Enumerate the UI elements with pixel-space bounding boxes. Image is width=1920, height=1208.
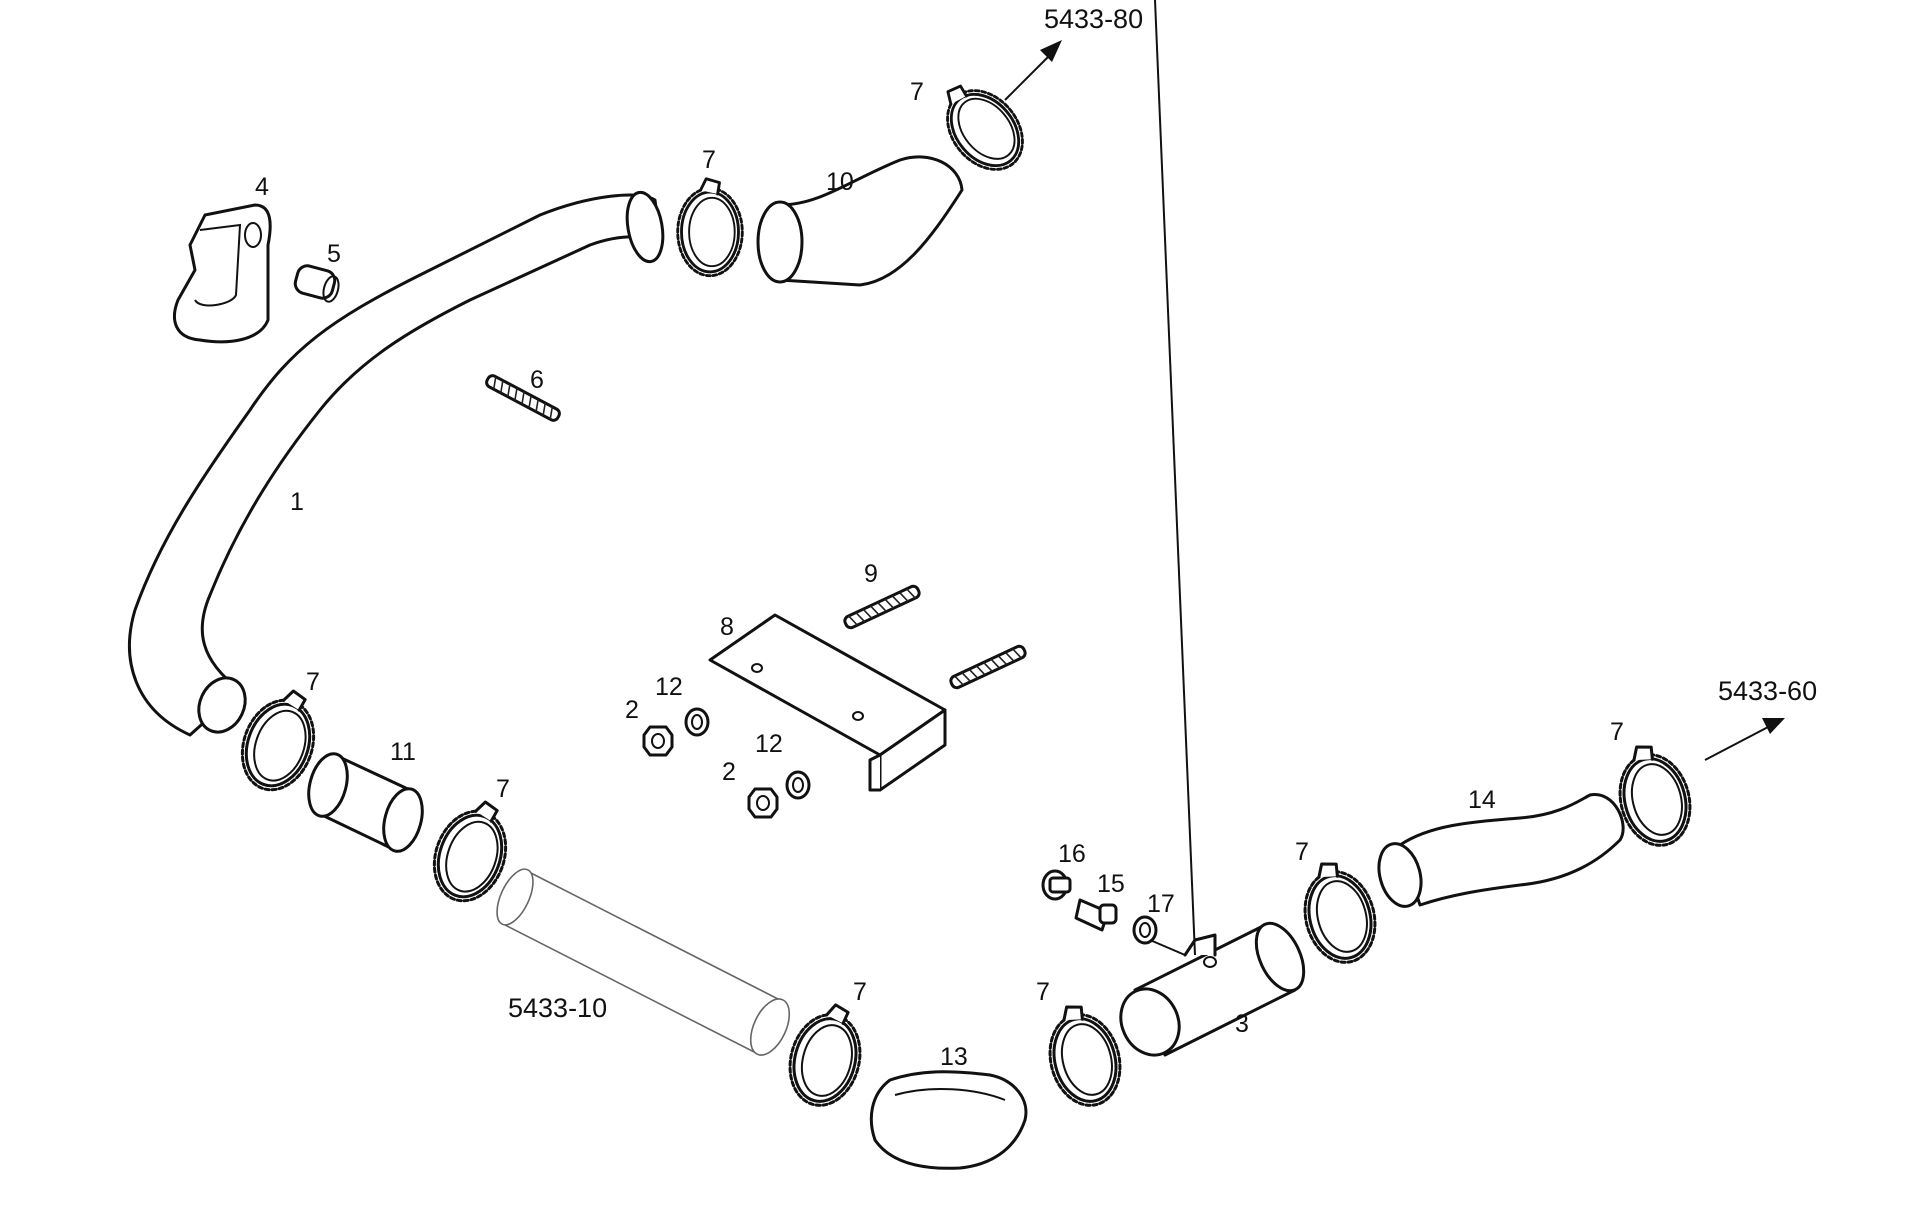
washer-part-12-lower [785,770,811,800]
washer-part-17 [1132,915,1158,945]
callout-7-bottom-left: 7 [853,978,867,1006]
callout-2-upper: 2 [625,696,639,724]
callout-2-lower: 2 [722,758,736,786]
hose-part-14 [1377,793,1625,908]
washer-part-12-upper [684,707,710,737]
reference-label-left: 5433-10 [508,993,607,1023]
arrow-to-5433-80 [1004,40,1062,101]
reference-label-top: 5433-80 [1044,4,1143,34]
clamp-part-7-top [676,177,744,278]
nipple-part-15 [1074,898,1118,932]
callout-7-top-right: 7 [910,78,924,106]
callout-1: 1 [290,488,304,516]
stud-part-9-lower [947,643,1029,691]
tube-ref-5433-10 [496,868,791,1057]
plug-part-16 [1041,869,1072,901]
clamp-part-7-bottom-right [1036,995,1132,1115]
callout-17: 17 [1147,890,1175,918]
callout-7-top: 7 [702,146,716,174]
callout-3: 3 [1235,1010,1249,1038]
callout-13: 13 [940,1043,968,1071]
callout-11: 11 [390,738,416,766]
callout-9: 9 [864,560,878,588]
tube-part-3 [1119,0,1306,1057]
callout-12-upper: 12 [655,673,683,701]
nut-part-2-upper [642,725,674,757]
clamp-part-7-right [1291,852,1387,972]
clamp-part-7-bottom-left [778,995,874,1115]
hose-part-10 [756,155,964,287]
callout-15: 15 [1097,870,1125,898]
callout-5: 5 [327,240,341,268]
nut-part-2-lower [747,787,779,819]
callout-10: 10 [826,168,854,196]
reference-label-right: 5433-60 [1718,676,1817,706]
callout-6: 6 [530,366,544,394]
callout-4: 4 [255,173,269,201]
arrow-to-5433-60 [1704,718,1785,761]
callout-8: 8 [720,613,734,641]
bracket-part-4 [173,203,272,344]
callout-12-lower: 12 [755,730,783,758]
stud-part-9-upper [841,583,923,631]
connector-part-11 [307,752,424,853]
pipe-part-1 [128,190,665,737]
callout-7-bottom-right: 7 [1036,978,1050,1006]
stud-part-6 [483,372,563,424]
plate-part-8 [708,613,947,792]
callout-7-left: 7 [306,668,320,696]
callout-7-mid-left: 7 [496,775,510,803]
bend-part-13 [869,1070,1028,1170]
callout-14: 14 [1468,786,1496,814]
bush-part-5 [293,264,340,303]
callout-16: 16 [1058,840,1086,868]
callout-7-far-right: 7 [1610,718,1624,746]
callout-7-right: 7 [1295,838,1309,866]
